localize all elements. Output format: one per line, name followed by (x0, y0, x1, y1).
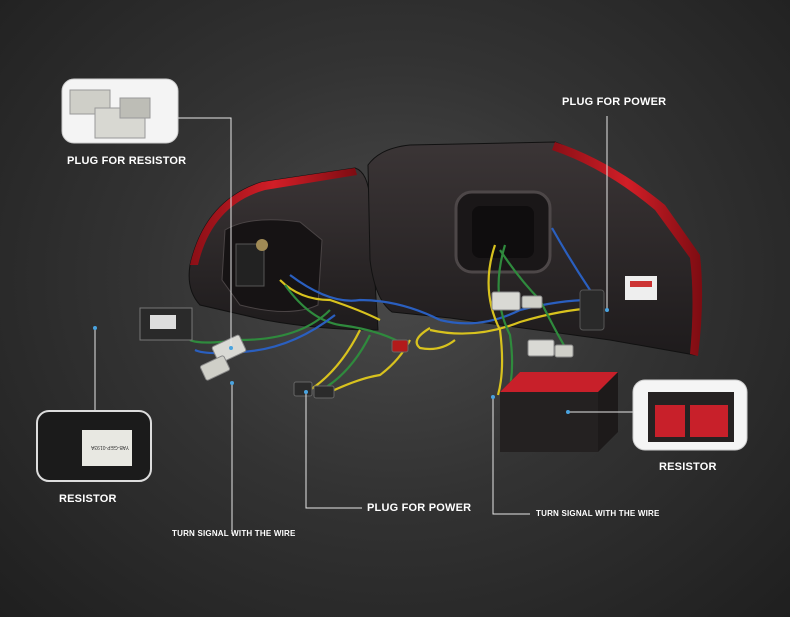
label-resistor-left: RESISTOR (59, 493, 117, 505)
resistor-large (500, 372, 618, 452)
resistor-left-thumbnail: YAB-GEP-0193A (36, 410, 152, 482)
label-turn-signal-right: TURN SIGNAL WITH THE WIRE (536, 509, 660, 518)
label-plug-for-power-top: PLUG FOR POWER (562, 96, 667, 108)
label-turn-signal-left: TURN SIGNAL WITH THE WIRE (172, 529, 296, 538)
connectors (199, 289, 605, 399)
leader-lines (94, 116, 636, 534)
right-tail-lamp (367, 141, 703, 356)
label-plug-for-resistor: PLUG FOR RESISTOR (67, 155, 187, 167)
label-plug-for-power-bottom: PLUG FOR POWER (367, 502, 472, 514)
left-tail-lamp (188, 167, 379, 331)
plug-for-resistor-thumbnail (61, 78, 179, 144)
leader-dots (93, 308, 609, 414)
resistor-small (139, 307, 193, 341)
resistor-left-thumbnail-label: YAB-GEP-0193A (90, 444, 129, 450)
resistor-right-thumbnail (632, 379, 748, 451)
label-resistor-right: RESISTOR (659, 461, 717, 473)
